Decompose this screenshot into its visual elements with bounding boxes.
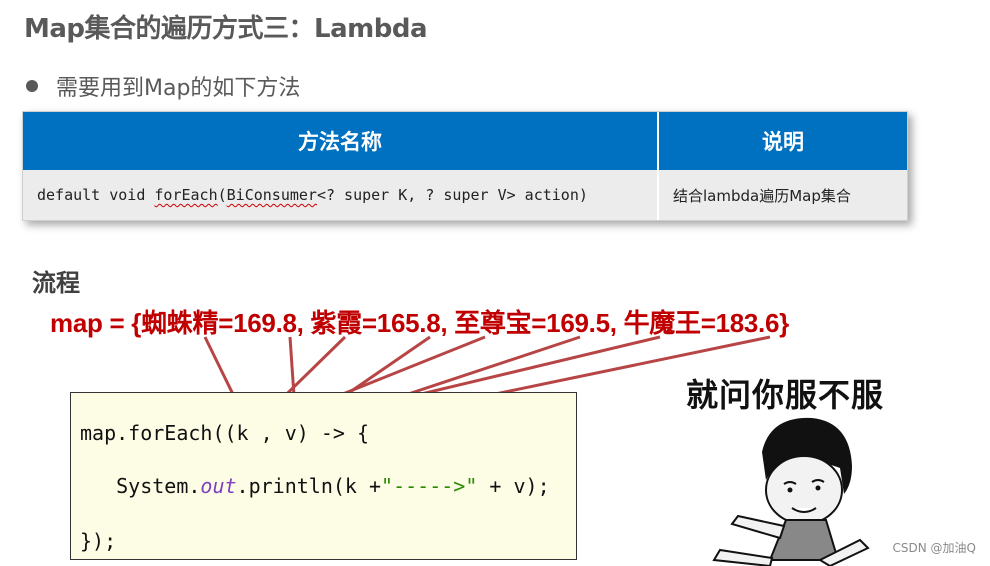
code-plus-v: + v);	[477, 474, 549, 498]
watermark: CSDN @加油Q	[893, 539, 976, 556]
code-println: .println(k +	[237, 474, 382, 498]
code-line-2: System.out.println(k +"----->" + v);	[80, 474, 550, 498]
code-line-3: });	[80, 529, 116, 553]
meme-face-icon	[700, 410, 880, 566]
code-block: map.forEach((k , v) -> { System.out.prin…	[70, 392, 577, 560]
code-system: System.	[80, 474, 200, 498]
code-out: out	[200, 474, 236, 498]
code-line-1: map.forEach((k , v) -> {	[80, 421, 369, 445]
code-string: "----->"	[381, 474, 477, 498]
